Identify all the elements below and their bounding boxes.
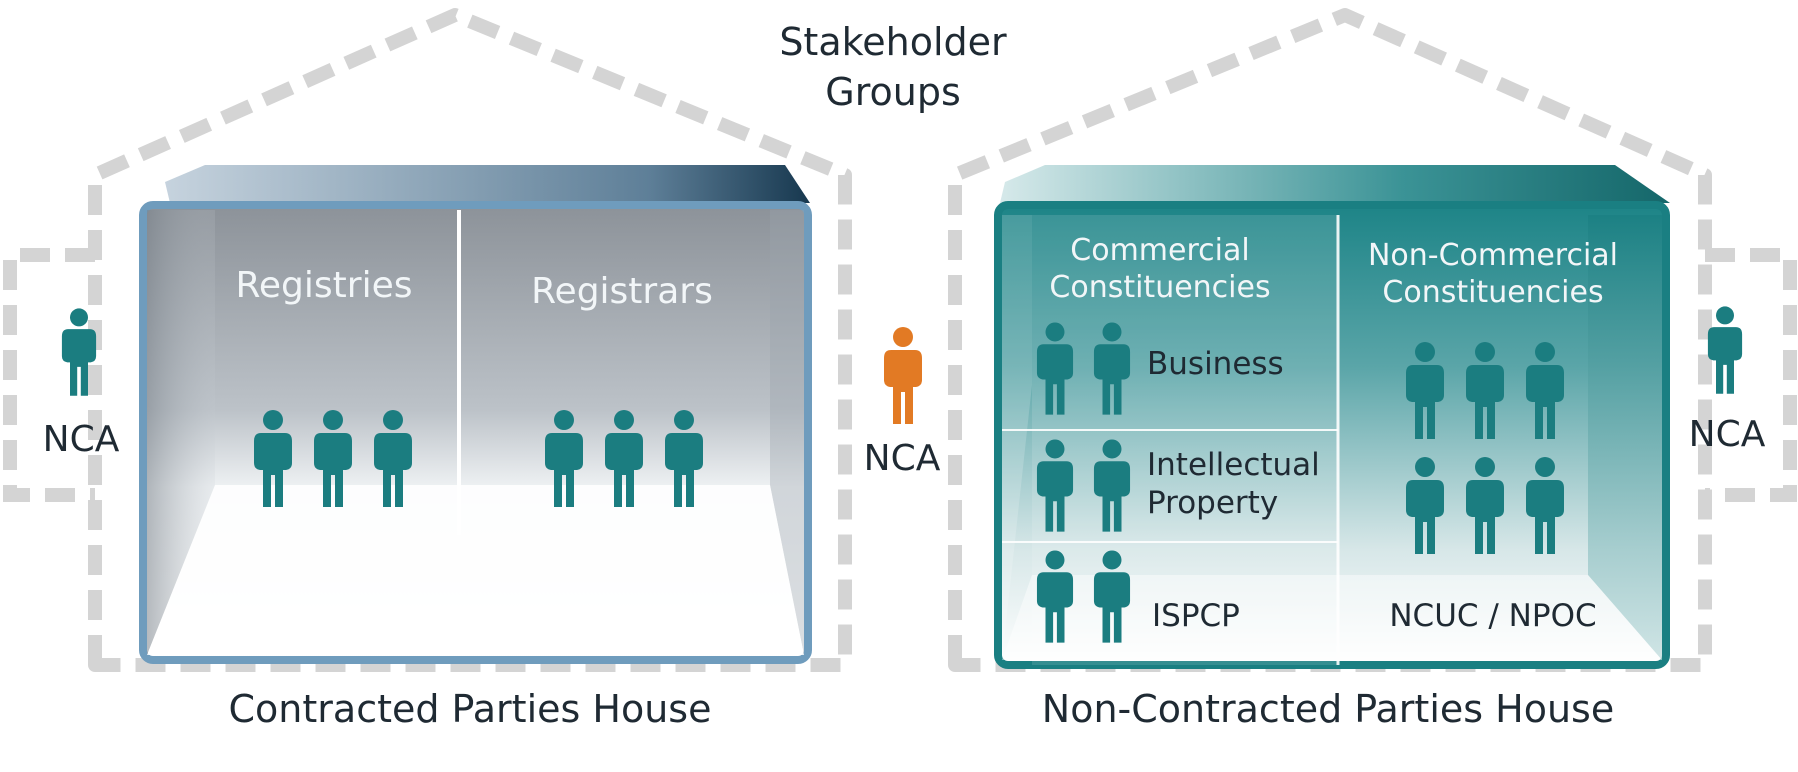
ncph-roof	[1000, 165, 1670, 203]
registrars-label: Registrars	[531, 271, 713, 312]
intellectual-property-label-line2: Property	[1147, 485, 1278, 521]
intellectual-property-label-line1: Intellectual	[1147, 447, 1320, 483]
ispcp-label: ISPCP	[1152, 598, 1240, 634]
ncuc-npoc-label: NCUC / NPOC	[1389, 598, 1596, 634]
ncph-floor	[1002, 575, 1662, 660]
right-nca: NCA	[1689, 306, 1766, 455]
cph-left-wall	[147, 210, 215, 655]
right-nca-annex-outline	[1705, 248, 1797, 502]
center-nca: NCA	[864, 327, 941, 479]
left-nca: NCA	[43, 308, 120, 460]
right-house-outline-icon	[948, 8, 1712, 672]
non-contracted-parties-house: Commercial Constituencies Non-Commercial…	[994, 165, 1670, 731]
cph-label: Contracted Parties House	[229, 687, 712, 731]
center-nca-label: NCA	[864, 438, 941, 479]
non-commercial-heading-line2: Constituencies	[1382, 275, 1603, 310]
cph-floor	[147, 485, 804, 655]
commercial-heading-line2: Constituencies	[1049, 270, 1270, 305]
left-nca-annex-outline	[3, 248, 95, 502]
ncph-label: Non-Contracted Parties House	[1042, 687, 1614, 731]
diagram-title-line1: Stakeholder	[779, 20, 1007, 64]
cph-right-wall	[770, 210, 804, 655]
registries-label: Registries	[236, 265, 413, 306]
cph-roof	[165, 165, 810, 203]
contracted-parties-house: Registries Registrars Contracted Parties…	[139, 165, 812, 731]
commercial-heading-line1: Commercial	[1070, 233, 1249, 268]
left-nca-label: NCA	[43, 419, 120, 460]
non-commercial-heading-line1: Non-Commercial	[1368, 238, 1618, 273]
commercial-panel	[1032, 215, 1337, 665]
right-nca-label: NCA	[1689, 414, 1766, 455]
ncph-room	[994, 201, 1670, 669]
ncph-left-wall	[1002, 215, 1032, 660]
business-label: Business	[1147, 346, 1284, 382]
person-icon	[884, 327, 922, 424]
person-icon	[1707, 306, 1743, 394]
diagram-title-line2: Groups	[825, 70, 961, 114]
ncph-right-wall	[1588, 215, 1662, 660]
